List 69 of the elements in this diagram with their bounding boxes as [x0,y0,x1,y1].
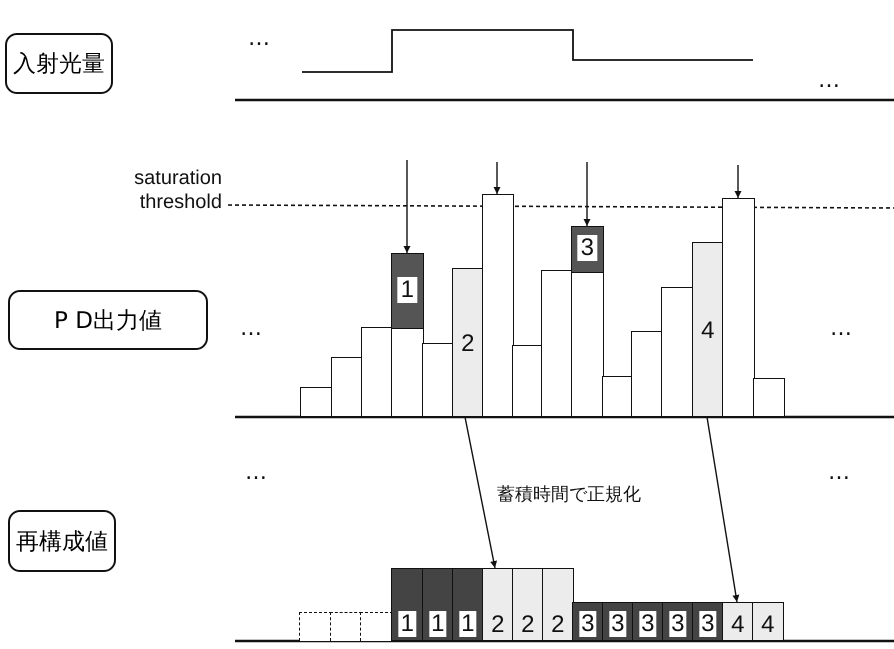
dashed-bar [299,612,332,641]
ellipsis: … [830,316,852,342]
output-bar [482,568,514,641]
reconstructed-bar [452,568,484,641]
bar-number: 1 [429,611,446,637]
bar-number: 2 [521,612,534,638]
output-bar [422,343,454,417]
output-bar [331,357,362,417]
row-label: P D出力値 [54,306,162,336]
output-bar [512,345,542,417]
threshold-label: saturation threshold [133,166,222,214]
output-bar [512,568,544,641]
bar-number: 3 [669,611,686,637]
ellipsis: … [818,68,840,94]
reconstructed-bar [422,568,454,641]
bar-number: 1 [398,276,417,302]
reconstructed-bar [602,602,634,641]
output-bar [631,331,662,417]
output-bar [361,327,392,417]
output-bar [692,242,724,417]
bar-number: 3 [578,235,597,261]
dashed-bar [330,612,362,641]
arrow [494,162,500,194]
row-label: 再構成値 [16,528,108,556]
rounded-box [8,510,116,572]
bar-number: 3 [609,611,626,637]
reconstructed-bar [632,602,664,641]
reconstructed-bar [662,602,694,641]
arrow [404,160,410,253]
bar-number: 3 [639,611,656,637]
ellipsis: … [248,26,270,52]
arrow [584,162,590,226]
output-bar [300,387,332,417]
arrow [464,416,498,568]
bar-number: 4 [701,318,714,344]
rounded-box [5,33,113,94]
output-bar [541,270,572,417]
ellipsis: … [245,460,267,486]
saturated-bar [391,253,424,417]
rounded-box [8,290,208,350]
bar-number: 2 [461,330,474,356]
output-bar [602,376,632,417]
bar-number: 1 [398,611,416,637]
output-bar [542,568,574,641]
reconstructed-bar [692,602,724,641]
output-bar [452,268,484,417]
bar-number: 4 [731,612,744,638]
output-bar [753,378,784,417]
arrow [734,165,742,198]
saturated-bar [571,226,604,417]
normalization-label: 蓄積時間で正規化 [497,484,641,506]
reconstructed-bar [572,602,604,641]
row-label: 入射光量 [13,50,105,79]
bar-number: 4 [761,612,774,638]
ellipsis: … [240,316,262,342]
bar-number: 3 [699,611,716,637]
output-bar [482,194,514,417]
bar-number: 2 [551,612,564,638]
bar-number: 3 [579,611,596,637]
arrow [706,416,740,602]
output-bar [722,198,754,417]
output-bar [752,602,784,641]
dashed-bar [360,612,392,641]
reconstructed-bar [391,568,424,641]
output-bar [661,287,694,417]
ellipsis: … [828,460,850,486]
bar-number: 2 [491,612,504,638]
bar-number: 1 [459,611,476,637]
output-bar [722,602,754,641]
